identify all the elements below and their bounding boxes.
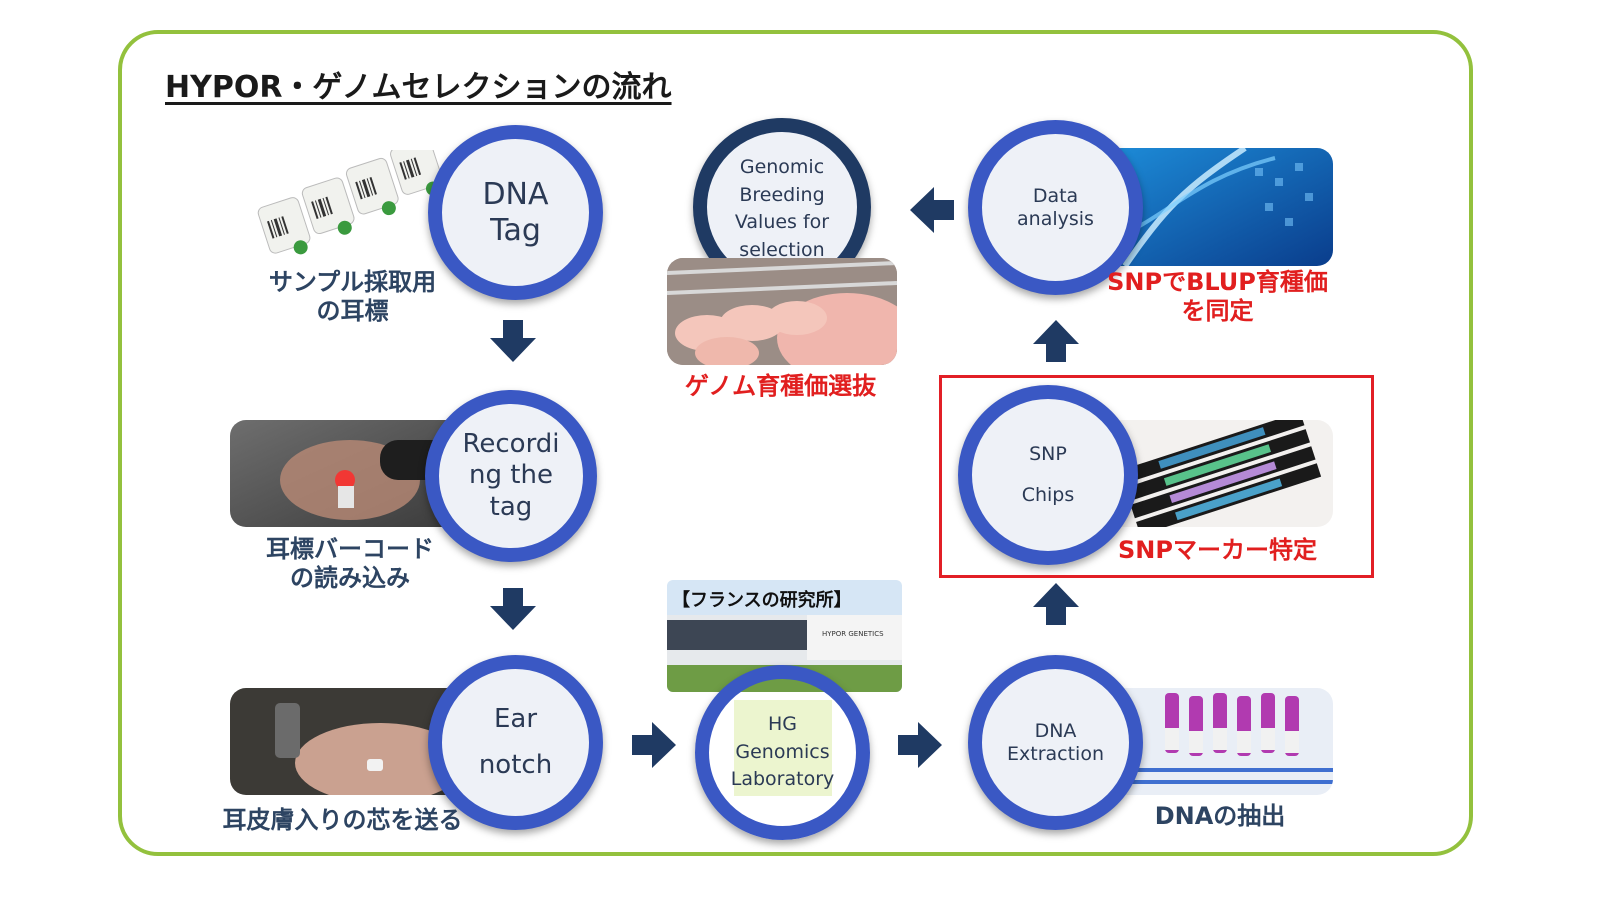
caption-data-analysis: SNPでBLUP育種価 を同定 xyxy=(1107,268,1328,326)
node-hg-lab-label: HG Genomics Laboratory xyxy=(730,713,835,791)
caption-snp-chips: SNPマーカー特定 xyxy=(1118,536,1317,564)
node-ear-notch-label: Ear notch xyxy=(478,704,553,780)
node-snp-chips-label: SNP Chips xyxy=(1021,442,1075,507)
caption-recording: 耳標バーコード の読み込み xyxy=(266,535,434,593)
node-dna-extraction: DNA Extraction xyxy=(968,655,1143,830)
ear-notch-photo xyxy=(230,688,465,795)
node-ear-notch: Ear notch xyxy=(428,655,603,830)
node-hg-lab: HG Genomics Laboratory xyxy=(695,665,870,840)
arrow-up-2 xyxy=(1033,320,1079,362)
node-recording-label: Recordi ng the tag xyxy=(462,429,560,522)
node-recording: Recordi ng the tag xyxy=(425,390,597,562)
arrow-up-1 xyxy=(1033,583,1079,625)
caption-gebv: ゲノム育種価選抜 xyxy=(684,372,877,400)
snp-highlight-box xyxy=(939,375,1374,578)
arrow-down-1 xyxy=(490,320,536,362)
page-title: HYPOR・ゲノムセレクションの流れ xyxy=(165,70,672,105)
dna-helix-photo xyxy=(1105,148,1333,266)
caption-dna-tag: サンプル採取用 の耳標 xyxy=(268,268,437,326)
ear-tags-photo xyxy=(250,150,450,260)
diagram-frame xyxy=(118,30,1473,856)
caption-dna-extraction: DNAの抽出 xyxy=(1154,802,1286,830)
arrow-down-2 xyxy=(490,588,536,630)
dna-tubes-photo xyxy=(1105,688,1333,795)
node-data-analysis-label: Data analysis xyxy=(1017,184,1094,230)
node-dna-tag-label: DNA Tag xyxy=(482,176,549,248)
lab-location-label: 【フランスの研究所】 xyxy=(672,590,852,611)
node-gebv-label: Genomic Breeding Values for selection xyxy=(734,156,830,261)
caption-ear-notch: 耳皮膚入りの芯を送る xyxy=(222,806,463,834)
node-dna-extraction-label: DNA Extraction xyxy=(1007,719,1104,765)
arrow-right-1 xyxy=(632,722,676,768)
piglets-photo-overlay xyxy=(667,258,897,365)
building-sign: HYPOR GENETICS xyxy=(822,630,884,638)
arrow-left-1 xyxy=(910,187,954,233)
snp-chips-photo xyxy=(1105,420,1333,527)
node-dna-tag: DNA Tag xyxy=(428,125,603,300)
arrow-right-2 xyxy=(898,722,942,768)
